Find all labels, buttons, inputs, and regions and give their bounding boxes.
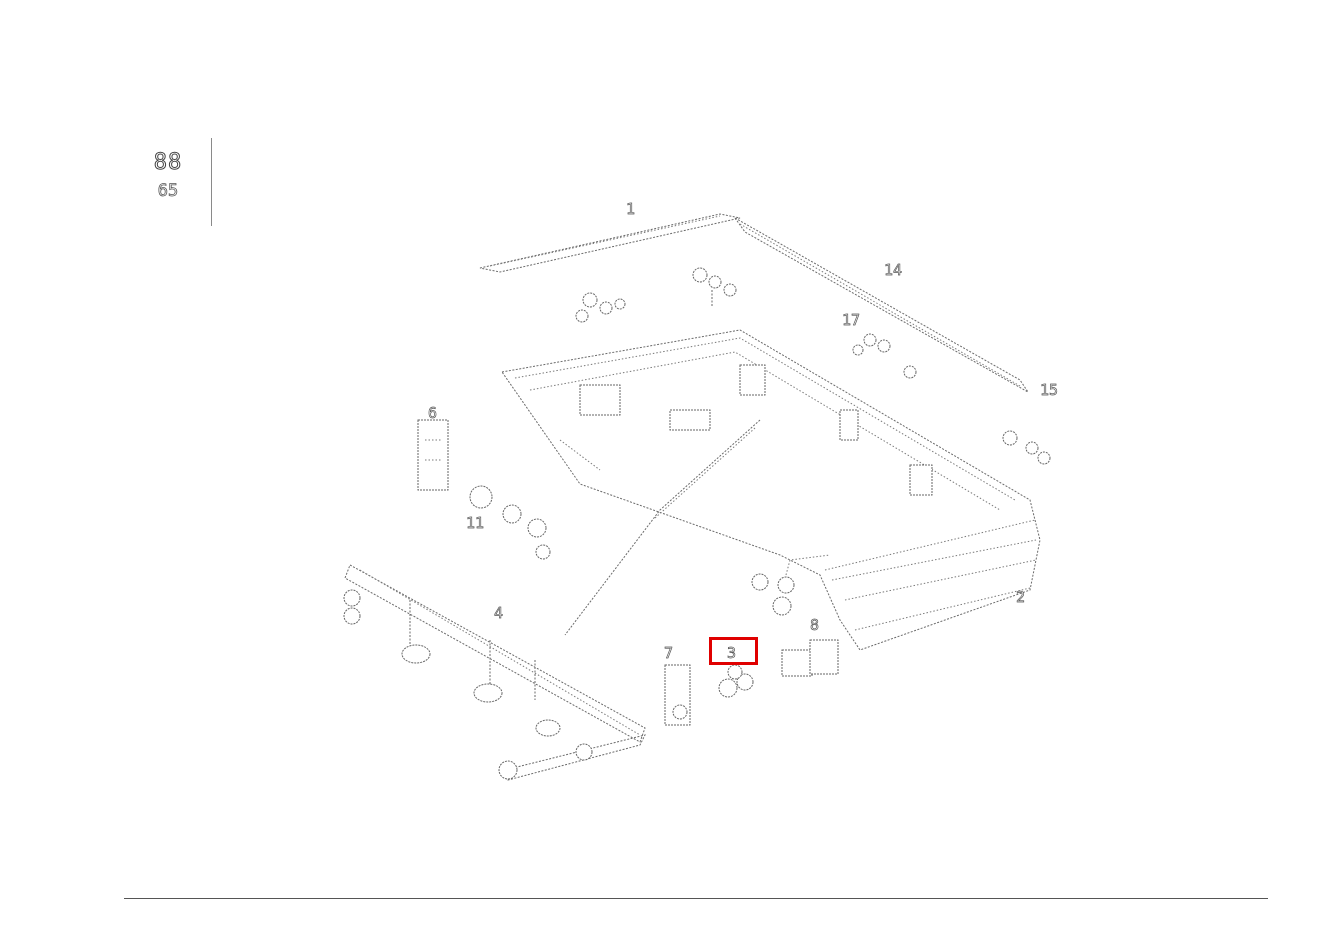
callout-7[interactable]: 7 bbox=[664, 644, 674, 663]
part-side-plate[interactable] bbox=[781, 639, 839, 677]
footer-divider bbox=[124, 898, 1268, 899]
group-sub-code: 65 bbox=[157, 181, 179, 202]
header-divider bbox=[211, 138, 212, 226]
part-clip-cluster-right[interactable] bbox=[852, 333, 1051, 465]
group-code: 88 bbox=[153, 150, 183, 176]
part-clip-cluster-center[interactable] bbox=[692, 267, 737, 306]
callout-14[interactable]: 14 bbox=[884, 261, 903, 280]
callout-6[interactable]: 6 bbox=[428, 404, 438, 423]
callout-1[interactable]: 1 bbox=[626, 200, 636, 219]
part-lower-link-rod[interactable] bbox=[498, 734, 646, 781]
callout-15[interactable]: 15 bbox=[1040, 381, 1059, 400]
callout-8[interactable]: 8 bbox=[810, 616, 820, 635]
part-clip-cluster-left[interactable] bbox=[575, 292, 626, 323]
callout-11[interactable]: 11 bbox=[466, 514, 485, 533]
part-bolt-group[interactable] bbox=[718, 664, 754, 698]
part-vertical-post[interactable] bbox=[664, 664, 691, 726]
part-lower-bar[interactable] bbox=[343, 564, 646, 743]
group-number-block: 88 65 bbox=[138, 150, 198, 220]
part-guide-rod[interactable] bbox=[564, 419, 761, 636]
highlight-callout-box[interactable] bbox=[709, 637, 758, 665]
callout-2[interactable]: 2 bbox=[1016, 588, 1026, 607]
part-nut-cluster[interactable] bbox=[751, 554, 831, 616]
part-bumper-housing[interactable] bbox=[501, 329, 1041, 651]
part-side-trim-rod[interactable] bbox=[734, 217, 1029, 393]
callout-17[interactable]: 17 bbox=[842, 311, 861, 330]
part-washers-left[interactable] bbox=[469, 485, 551, 560]
callout-3[interactable]: 3 bbox=[727, 644, 737, 663]
part-left-bracket[interactable] bbox=[417, 419, 449, 491]
callout-4[interactable]: 4 bbox=[494, 604, 504, 623]
part-top-trim-rod[interactable] bbox=[479, 213, 741, 273]
